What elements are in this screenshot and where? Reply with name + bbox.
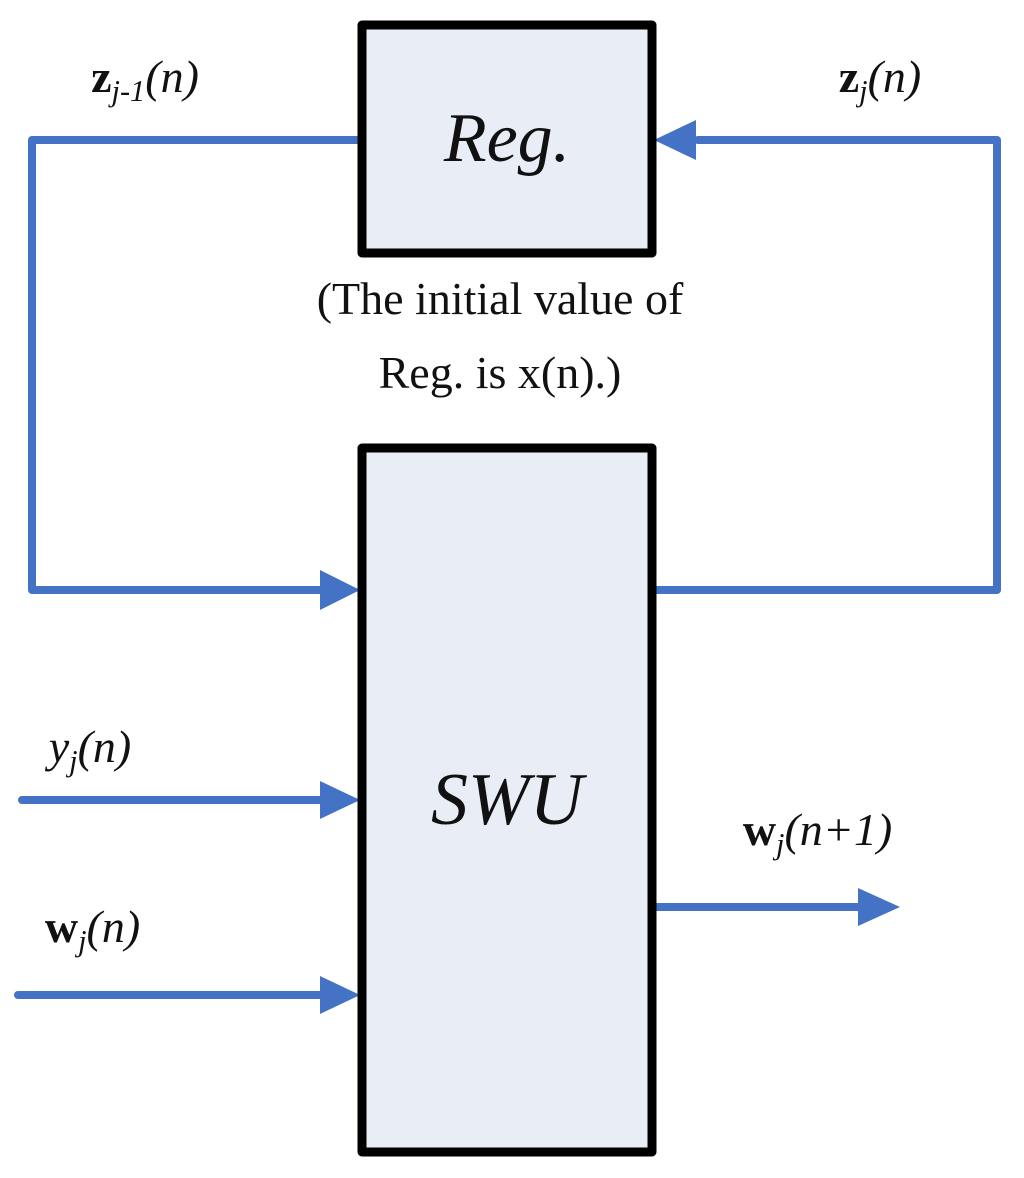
reg-right-arrowhead-icon	[654, 120, 696, 160]
swu-block	[357, 443, 657, 1157]
label-z-cur-args: (n)	[867, 51, 922, 102]
w-output-arrowhead-icon	[858, 888, 900, 926]
note-line-1: (The initial value of	[316, 273, 684, 324]
label-w-input: wj(n)	[15, 900, 170, 959]
w-input-arrowhead-icon	[320, 976, 360, 1014]
label-y-input-sub: j	[69, 744, 78, 779]
label-z-cur-base: z	[838, 51, 860, 102]
label-y-input-base: y	[48, 721, 70, 772]
label-y-input-args: (n)	[77, 721, 132, 772]
wire-swu-to-reg	[648, 136, 1001, 594]
label-w-input-sub: j	[78, 924, 87, 959]
label-z-prev-sub: j-1	[111, 74, 146, 109]
label-y-input: yj(n)	[20, 720, 160, 779]
label-w-output: wj(n+1)	[700, 803, 935, 862]
label-w-input-base: w	[44, 901, 79, 952]
label-z-cur-sub: j	[859, 74, 868, 109]
label-w-output-sub: j	[776, 827, 785, 862]
swu-left-arrowhead-icon	[320, 570, 360, 610]
note-line-2: Reg. is x(n).)	[378, 346, 622, 398]
label-z-cur: zj(n)	[800, 50, 960, 109]
label-w-input-args: (n)	[86, 901, 141, 952]
label-z-prev-args: (n)	[145, 51, 199, 102]
label-z-prev-base: z	[91, 51, 112, 102]
y-input-arrowhead-icon	[320, 781, 360, 819]
wire-reg-to-swu	[28, 136, 366, 594]
label-w-output-args: (n+1)	[784, 804, 893, 855]
label-z-prev: zj-1(n)	[60, 50, 230, 109]
reg-block	[357, 20, 657, 258]
label-w-output-base: w	[742, 804, 777, 855]
reg-initial-value-note: (The initial value of Reg. is x(n).)	[190, 262, 810, 409]
